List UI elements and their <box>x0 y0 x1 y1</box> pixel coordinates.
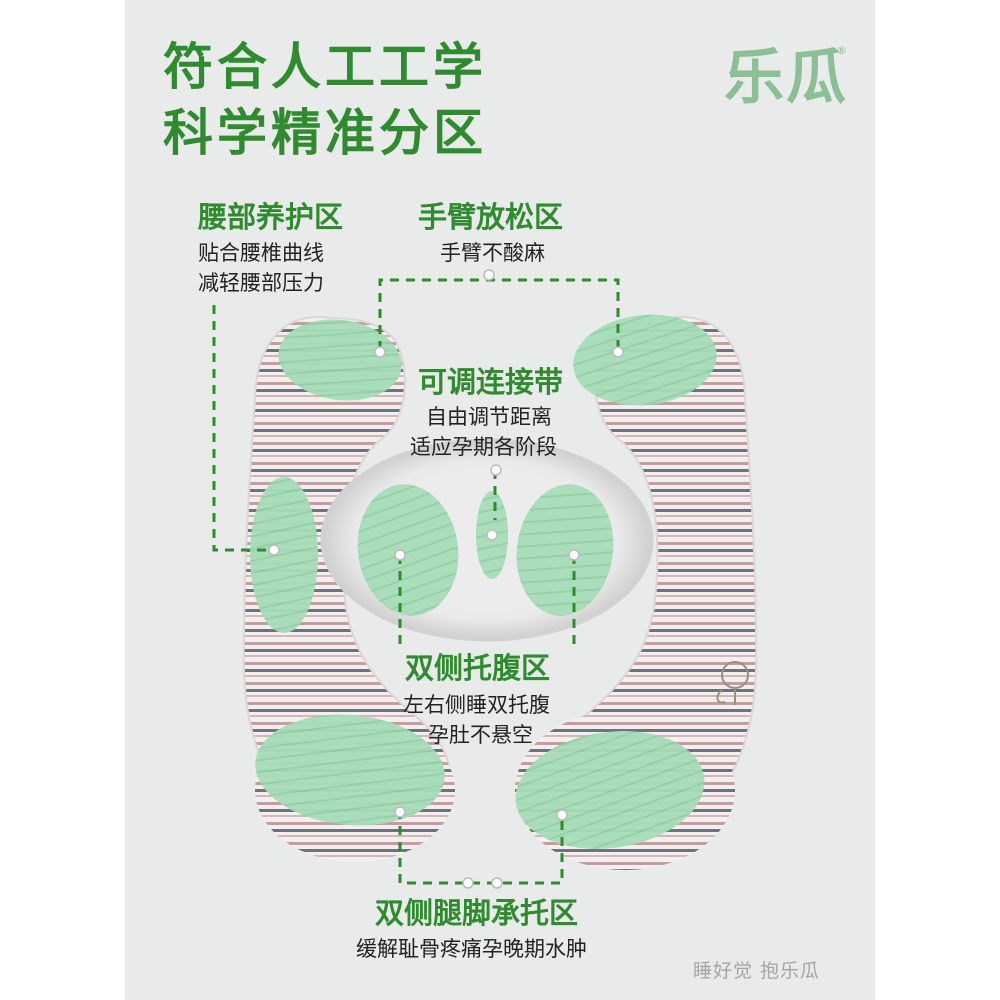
zone-waist-desc-2: 减轻腰部压力 <box>198 271 324 295</box>
zone-legs-desc-1: 缓解耻骨疼痛孕晚期水肿 <box>356 937 587 961</box>
zone-belly-right <box>516 484 614 616</box>
zone-belt-desc-2: 适应孕期各阶段 <box>410 435 557 459</box>
zone-arm-desc-1: 手臂不酸麻 <box>440 241 545 265</box>
zone-legs-title: 双侧腿脚承托区 <box>375 896 579 930</box>
target-dot <box>491 877 503 889</box>
target-dot <box>268 544 280 556</box>
lotus-emblem-icon <box>716 661 749 705</box>
target-dot <box>483 269 495 281</box>
zone-belly-desc-1: 左右侧睡双托腹 <box>403 693 550 717</box>
target-dot <box>556 809 568 821</box>
zone-waist <box>250 477 318 633</box>
zone-arm-right <box>573 314 717 406</box>
registered-mark: ® <box>836 44 847 57</box>
zone-belly-desc-2: 孕肚不悬空 <box>428 723 533 747</box>
zone-waist-title: 腰部养护区 <box>198 200 344 234</box>
brand-logo: 乐瓜 <box>724 43 848 113</box>
zone-belly-title: 双侧托腹区 <box>405 651 551 685</box>
target-dot <box>374 346 386 358</box>
target-dot <box>486 529 498 541</box>
headline-line2: 科学精准分区 <box>163 104 487 162</box>
target-dot <box>462 877 474 889</box>
zone-belt-title: 可调连接带 <box>418 365 564 399</box>
target-dot <box>612 346 624 358</box>
callout-arm-line <box>378 278 620 350</box>
headline-line1: 符合人工工学 <box>163 38 487 96</box>
target-dot <box>568 549 580 561</box>
zone-leg-left <box>255 714 445 826</box>
zone-arm-left <box>278 319 402 401</box>
zone-arm-title: 手臂放松区 <box>418 200 564 234</box>
target-dot <box>490 464 502 476</box>
slogan: 睡好觉 抱乐瓜 <box>693 960 821 982</box>
zone-waist-desc-1: 贴合腰椎曲线 <box>198 241 324 265</box>
target-dot <box>394 549 406 561</box>
callout-legs-line <box>398 810 564 885</box>
target-dot <box>394 806 406 818</box>
zone-belt-desc-1: 自由调节距离 <box>426 405 552 429</box>
zone-belly-left <box>357 484 459 616</box>
callout-waist-line <box>212 305 272 552</box>
